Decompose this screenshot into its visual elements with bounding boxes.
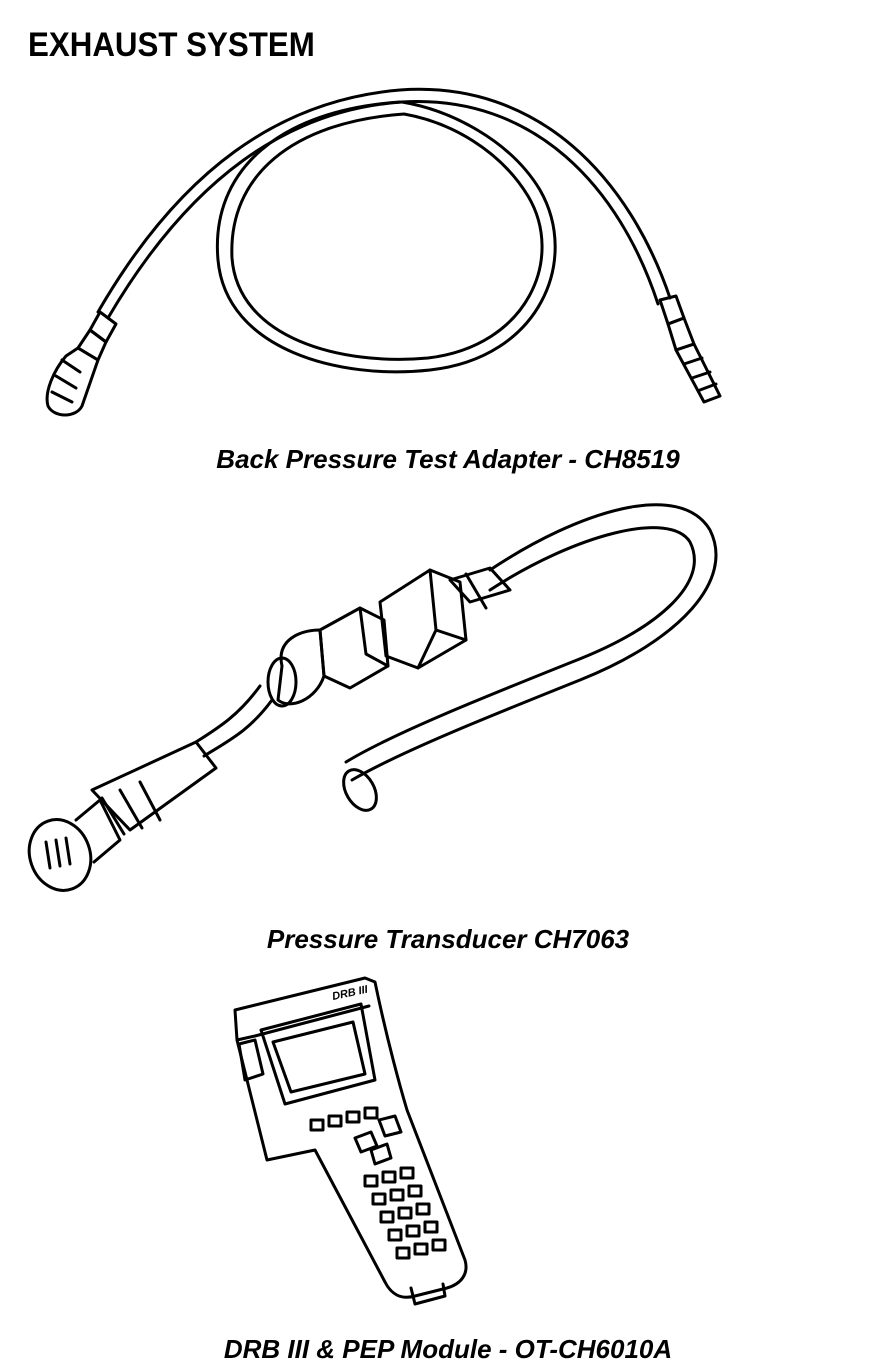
pressure-transducer-illustration	[20, 490, 740, 910]
drb-iii-scan-tool-icon: DRB III	[233, 976, 468, 1306]
tool-caption-back-pressure-test-adapter: Back Pressure Test Adapter - CH8519	[216, 444, 680, 474]
pressure-transducer-icon	[27, 503, 718, 892]
back-pressure-test-adapter-illustration	[20, 80, 740, 425]
tool-caption-pressure-transducer: Pressure Transducer CH7063	[266, 924, 630, 954]
drb-iii-scan-tool-illustration: DRB III	[215, 970, 485, 1310]
back-pressure-test-adapter-icon	[45, 87, 722, 417]
section-title: EXHAUST SYSTEM	[28, 26, 315, 64]
tool-caption-drb-iii-pep-module: DRB III & PEP Module - OT-CH6010A	[223, 1334, 673, 1364]
